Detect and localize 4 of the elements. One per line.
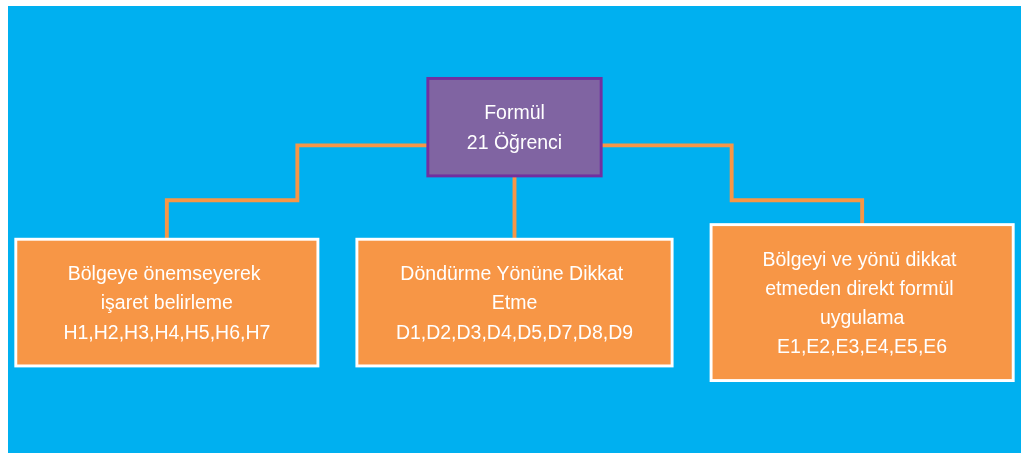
node-box: Döndürme Yönüne Dikkat Etme D1,D2,D3,D4,D5,D7,D8,D9 (355, 237, 674, 368)
node-box: Bölgeye önemseyerek işaret belirleme H1,H2,H3,H4,H5,H6,H7 (14, 237, 320, 368)
node-box: Formül 21 Öğrenci (426, 77, 603, 178)
node-box: Bölgeyi ve yönü dikkat etmeden direkt formül uygulama E1,E2,E3,E4,E5,E6 (709, 223, 1015, 382)
